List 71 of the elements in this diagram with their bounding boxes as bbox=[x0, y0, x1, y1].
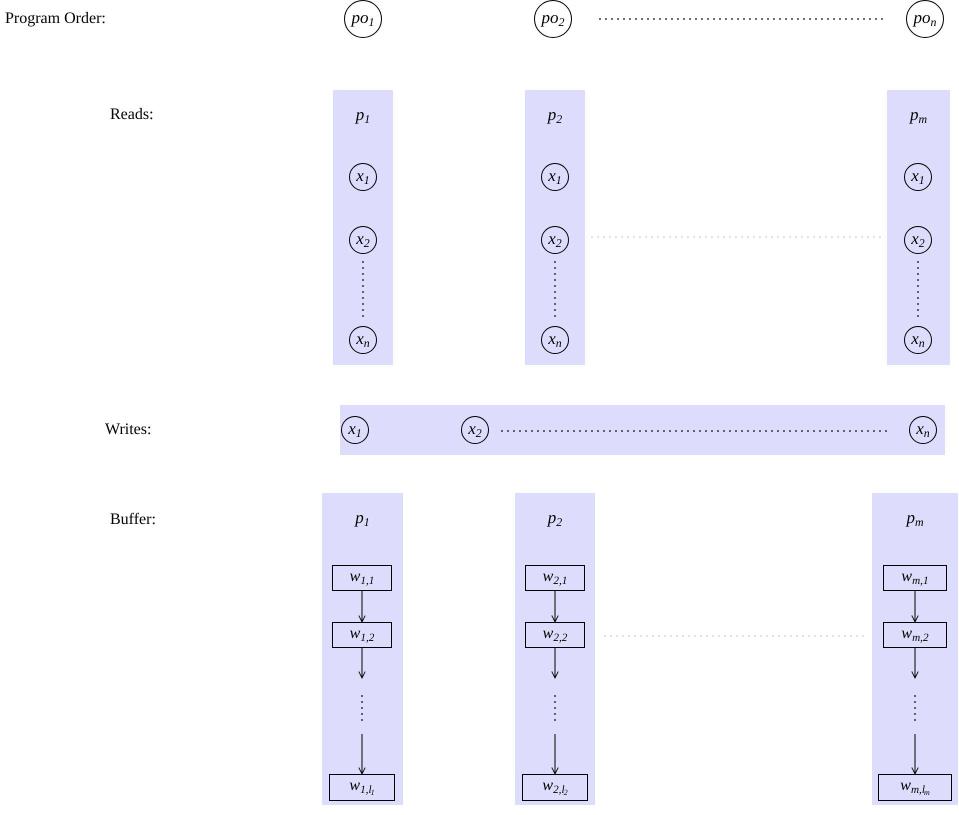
row-label: Writes: bbox=[105, 422, 152, 438]
variable-label: po$_{1}$ bbox=[352, 9, 374, 29]
arrow bbox=[911, 590, 919, 622]
variable-circle bbox=[904, 226, 932, 254]
variable-circle bbox=[541, 163, 569, 191]
variable-circle bbox=[541, 326, 569, 354]
variable-label: w$_{1,1}$ bbox=[350, 569, 374, 587]
variable-circle bbox=[349, 326, 377, 354]
variable-circle bbox=[461, 416, 489, 444]
write-box bbox=[329, 774, 395, 801]
variable-label: x$_{2}$ bbox=[356, 230, 370, 250]
process-column bbox=[525, 90, 585, 365]
arrow bbox=[358, 734, 366, 774]
variable-label: x$_{n}$ bbox=[548, 330, 562, 350]
row-label: Reads: bbox=[110, 107, 154, 123]
variable-label: x$_{2}$ bbox=[468, 420, 482, 440]
process-column bbox=[333, 90, 393, 365]
write-box bbox=[883, 622, 947, 648]
variable-label: x$_{n}$ bbox=[916, 420, 930, 440]
column-heading: p$_{2}$ bbox=[546, 106, 564, 126]
variable-label: w$_{m,2}$ bbox=[901, 626, 929, 644]
process-column bbox=[515, 493, 595, 805]
variable-label: po$_{2}$ bbox=[542, 9, 564, 29]
variable-label: x$_{1}$ bbox=[356, 167, 370, 187]
variable-label: x$_{n}$ bbox=[356, 330, 370, 350]
column-heading: p$_{1}$ bbox=[354, 106, 372, 126]
write-box bbox=[878, 774, 952, 801]
arrow bbox=[358, 648, 366, 678]
arrow bbox=[551, 648, 559, 678]
column-heading: p$_{2}$ bbox=[546, 509, 564, 529]
variable-label: x$_{n}$ bbox=[911, 330, 925, 350]
variable-circle bbox=[349, 163, 377, 191]
column-heading: p$_{1}$ bbox=[353, 509, 371, 529]
variable-circle bbox=[909, 416, 937, 444]
variable-circle bbox=[344, 0, 382, 38]
variable-circle bbox=[534, 0, 572, 38]
variable-circle bbox=[906, 0, 944, 38]
variable-circle bbox=[904, 163, 932, 191]
row-label: Buffer: bbox=[110, 512, 156, 528]
writes-band bbox=[340, 405, 945, 455]
write-box bbox=[332, 622, 392, 648]
column-heading: p$_{m}$ bbox=[908, 106, 928, 126]
variable-label: x$_{1}$ bbox=[548, 167, 562, 187]
column-heading: p$_{m}$ bbox=[904, 509, 925, 529]
variable-circle bbox=[904, 326, 932, 354]
variable-label: w$_{1,2}$ bbox=[350, 626, 374, 644]
variable-label: x$_{1}$ bbox=[348, 420, 362, 440]
write-box bbox=[332, 565, 392, 591]
variable-label: x$_{2}$ bbox=[548, 230, 562, 250]
variable-label: w$_{2,2}$ bbox=[542, 626, 568, 644]
arrow bbox=[911, 648, 919, 678]
arrow bbox=[551, 590, 559, 622]
process-column bbox=[322, 493, 403, 805]
write-box bbox=[522, 774, 588, 801]
variable-label: po$_{n}$ bbox=[914, 9, 936, 29]
variable-label: w$_{m,1}$ bbox=[901, 569, 929, 587]
arrow bbox=[911, 734, 919, 774]
variable-label: x$_{1}$ bbox=[911, 167, 925, 187]
variable-label: w$_{2,1}$ bbox=[542, 569, 568, 587]
write-box bbox=[883, 565, 947, 591]
variable-circle bbox=[541, 226, 569, 254]
write-box bbox=[525, 565, 585, 591]
process-column bbox=[872, 493, 958, 805]
arrow bbox=[551, 734, 559, 774]
variable-circle bbox=[349, 226, 377, 254]
process-column bbox=[887, 90, 950, 365]
write-box bbox=[525, 622, 585, 648]
variable-label: x$_{2}$ bbox=[911, 230, 925, 250]
variable-circle bbox=[341, 416, 369, 444]
row-label: Program Order: bbox=[5, 11, 106, 27]
arrow bbox=[358, 590, 366, 622]
